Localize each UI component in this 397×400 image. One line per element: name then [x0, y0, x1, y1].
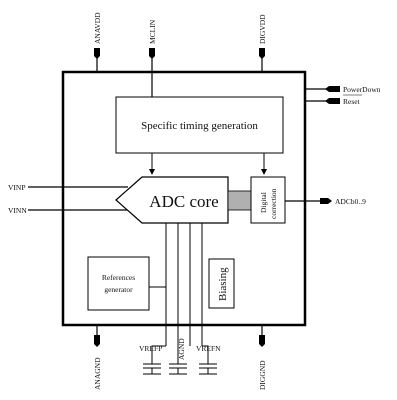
pin-vinp: VINP — [8, 183, 128, 192]
pin-vinn: VINN — [8, 206, 128, 215]
pin-vinp-label: VINP — [8, 183, 26, 192]
pin-mclin: MCLIN — [148, 19, 157, 97]
pin-vinn-label: VINN — [8, 206, 27, 215]
pin-digvdd: DIGVDD — [258, 14, 267, 72]
pin-anavdd-label: ANAVDD — [93, 12, 102, 44]
timing-block — [115, 96, 284, 154]
pin-powerdown-label: PowerDown — [343, 85, 381, 94]
core-to-correction-bus — [227, 190, 252, 211]
chip-boundary — [61, 70, 307, 327]
pin-adc-output-label: ADCb0..9 — [335, 197, 366, 206]
adc-core-label: ADC core — [149, 192, 218, 211]
pin-digvdd-label: DIGVDD — [258, 14, 267, 44]
pin-diggnd: DIGGND — [258, 325, 267, 390]
pin-anagnd-label: ANAGND — [93, 357, 102, 390]
pin-adc-output: ADCb0..9 — [285, 197, 366, 206]
references-generator-label-2: generator — [104, 285, 133, 294]
agnd-label: AGND — [177, 338, 186, 360]
pin-reset-label: Reset — [343, 97, 361, 106]
digital-correction-block — [250, 176, 286, 224]
pin-reset: Reset — [305, 94, 362, 106]
pin-mclin-label: MCLIN — [148, 19, 157, 44]
biasing-label: Biasing — [217, 267, 229, 301]
pin-anavdd: ANAVDD — [93, 12, 102, 72]
digital-correction-label-1: Digital — [259, 192, 268, 213]
vrefn-capacitor — [199, 345, 217, 375]
vrefp-capacitor — [143, 345, 166, 375]
references-generator-label-1: References — [102, 273, 135, 282]
vrefp-label: VREFP — [139, 344, 162, 353]
vrefn-label: VREFN — [196, 344, 221, 353]
pin-anagnd: ANAGND — [93, 325, 102, 390]
digital-correction-label-2: correction — [269, 188, 278, 219]
pin-powerdown: PowerDown — [305, 85, 381, 94]
references-generator-block — [87, 256, 150, 311]
biasing-block — [208, 258, 235, 309]
pin-diggnd-label: DIGGND — [258, 360, 267, 390]
agnd-capacitor — [169, 346, 187, 375]
timing-block-label: Specific timing generation — [141, 120, 258, 132]
